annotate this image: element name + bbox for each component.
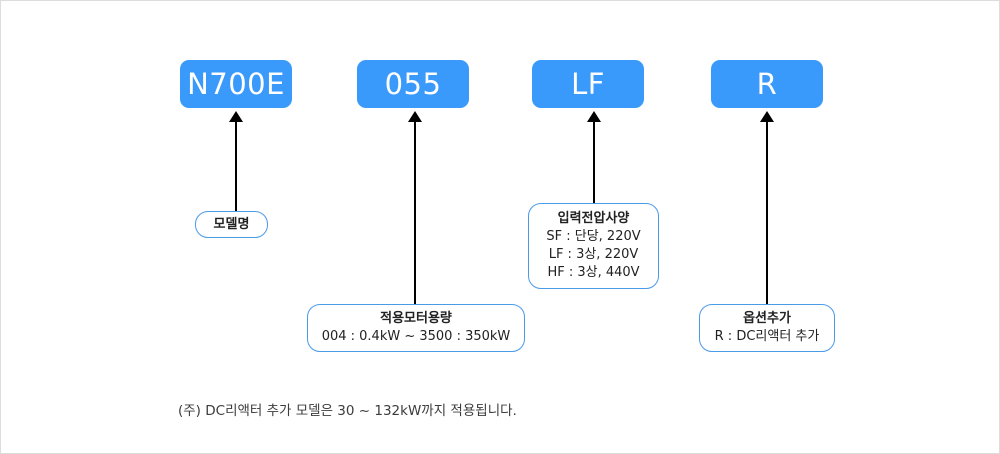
arrowhead-up-icon: [760, 111, 774, 122]
arrow-stem: [766, 120, 768, 305]
callout-line: R : DC리액터 추가: [714, 329, 820, 344]
callout-line-lf: LF : 3상, 220V: [548, 247, 639, 262]
code-chip-model: N700E: [180, 60, 292, 108]
arrowhead-up-icon: [408, 111, 422, 122]
callout-title: 옵션추가: [743, 311, 791, 326]
footnote-text: (주) DC리액터 추가 모델은 30 ~ 132kW까지 적용됩니다.: [178, 403, 517, 419]
code-chip-voltage: LF: [532, 60, 644, 108]
code-chip-option: R: [711, 60, 823, 108]
callout-line-hf: HF : 3상, 440V: [547, 265, 640, 280]
callout-model-name: 모델명: [195, 211, 268, 238]
connector-arrow-option: [760, 111, 774, 305]
connector-arrow-voltage: [587, 111, 601, 204]
callout-title: 모델명: [213, 216, 250, 232]
callout-input-voltage-spec: 입력전압사양 SF : 단당, 220V LF : 3상, 220V HF : …: [528, 203, 659, 289]
callout-line-sf: SF : 단당, 220V: [546, 229, 641, 244]
arrowhead-up-icon: [229, 111, 243, 122]
callout-option-add: 옵션추가 R : DC리액터 추가: [699, 304, 835, 352]
code-chip-capacity: 055: [357, 60, 469, 108]
arrow-stem: [235, 120, 237, 212]
callout-title: 입력전압사양: [557, 211, 630, 226]
callout-line: 004 : 0.4kW ~ 3500 : 350kW: [321, 329, 511, 344]
arrow-stem: [593, 120, 595, 204]
arrow-stem: [414, 120, 416, 305]
callout-motor-capacity: 적용모터용량 004 : 0.4kW ~ 3500 : 350kW: [307, 304, 525, 352]
arrowhead-up-icon: [587, 111, 601, 122]
connector-arrow-capacity: [408, 111, 422, 305]
callout-title: 적용모터용량: [380, 311, 452, 326]
connector-arrow-model: [229, 111, 243, 212]
